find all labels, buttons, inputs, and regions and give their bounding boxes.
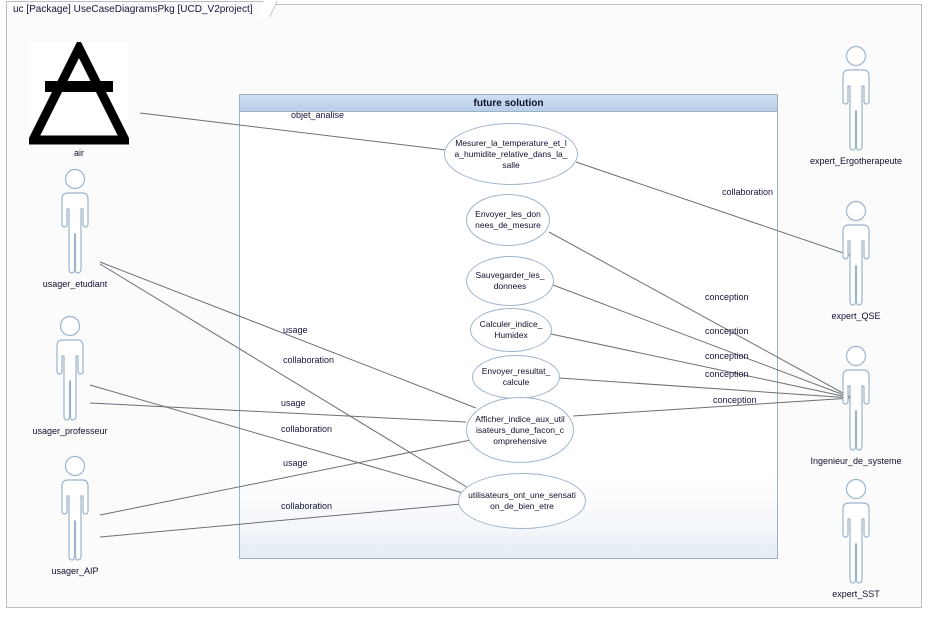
use-case-uc4[interactable]: Calculer_indice_Humidex: [470, 308, 552, 352]
use-case-label: Calculer_indice_Humidex: [479, 319, 543, 340]
actor-person-icon: [842, 200, 870, 306]
edge-label-conception: conception: [713, 395, 757, 405]
actor-label: Ingenieur_de_systeme: [810, 456, 902, 466]
use-case-label: Envoyer_les_donnees_de_mesure: [475, 209, 541, 230]
connector-aip-uc6[interactable]: [99, 439, 472, 516]
use-case-uc7[interactable]: utilisateurs_ont_une_sensation_de_bien_e…: [458, 473, 586, 529]
actor-label: usager_etudiant: [42, 279, 108, 289]
actor-professeur[interactable]: usager_professeur: [10, 315, 130, 437]
actor-air[interactable]: air: [19, 42, 139, 159]
edge-label-conception: conception: [705, 326, 749, 336]
system-boundary-title: future solution: [240, 95, 777, 112]
connector-uc3-ingenieur[interactable]: [552, 284, 853, 399]
edge-label-collaboration: collaboration: [281, 501, 333, 511]
actor-person-icon: [842, 345, 870, 451]
connector-uc1-qse[interactable]: [575, 161, 853, 257]
actor-person-icon: [842, 45, 870, 151]
connector-aip-uc7[interactable]: [99, 503, 462, 538]
actor-sst[interactable]: expert_SST: [796, 478, 916, 600]
actor-person-icon: [61, 455, 89, 561]
actor-etudiant[interactable]: usager_etudiant: [15, 168, 135, 290]
connector-uc4-ingenieur[interactable]: [550, 333, 853, 399]
actor-ergo[interactable]: expert_Ergotherapeute: [796, 45, 916, 167]
use-case-label: Sauvegarder_les_donnees: [475, 270, 545, 291]
edge-label-conception: conception: [705, 369, 749, 379]
edge-label-conception: conception: [705, 292, 749, 302]
use-case-label: Mesurer_la_temperature_et_la_humidite_re…: [454, 137, 568, 170]
use-case-uc3[interactable]: Sauvegarder_les_donnees: [466, 256, 554, 306]
connector-etudiant-uc7[interactable]: [99, 263, 471, 490]
connector-etudiant-uc6[interactable]: [99, 261, 477, 409]
actor-qse[interactable]: expert_QSE: [796, 200, 916, 322]
connector-uc5-ingenieur[interactable]: [558, 377, 853, 399]
use-case-uc2[interactable]: Envoyer_les_donnees_de_mesure: [466, 194, 550, 246]
actor-ingenieur[interactable]: Ingenieur_de_systeme: [796, 345, 916, 467]
connector-uc2-ingenieur[interactable]: [548, 231, 853, 399]
use-case-uc6[interactable]: Afficher_indice_aux_utilisateurs_dune_fa…: [466, 397, 574, 463]
edge-label-collaboration: collaboration: [283, 355, 335, 365]
air-symbol-icon: [29, 42, 129, 146]
edge-label-collaboration: collaboration: [281, 424, 333, 434]
connector-professeur-uc7[interactable]: [89, 384, 464, 494]
connector-air-uc1[interactable]: [139, 112, 447, 151]
actor-person-icon: [56, 315, 84, 421]
connector-professeur-uc6[interactable]: [89, 402, 467, 423]
actor-person-icon: [842, 478, 870, 584]
edge-label-objet_analise: objet_analise: [291, 110, 345, 120]
actor-aip[interactable]: usager_AIP: [15, 455, 135, 577]
use-case-label: utilisateurs_ont_une_sensation_de_bien_e…: [468, 490, 576, 511]
actor-label: expert_SST: [832, 589, 880, 599]
edge-label-usage: usage: [283, 458, 308, 468]
edge-label-collaboration: collaboration: [722, 187, 774, 197]
edge-label-usage: usage: [283, 325, 308, 335]
use-case-uc1[interactable]: Mesurer_la_temperature_et_la_humidite_re…: [444, 123, 578, 185]
use-case-uc5[interactable]: Envoyer_resultat_calcule: [472, 355, 560, 399]
actor-label: air: [73, 148, 84, 158]
edge-label-conception: conception: [705, 351, 749, 361]
edge-label-usage: usage: [281, 398, 306, 408]
use-case-label: Afficher_indice_aux_utilisateurs_dune_fa…: [475, 413, 565, 446]
actor-label: expert_QSE: [831, 311, 881, 321]
actor-label: usager_professeur: [32, 426, 108, 436]
actor-person-icon: [61, 168, 89, 274]
diagram-frame-label: uc [Package] UseCaseDiagramsPkg [UCD_V2p…: [6, 1, 270, 16]
connector-uc6-ingenieur[interactable]: [572, 397, 853, 417]
use-case-label: Envoyer_resultat_calcule: [481, 366, 551, 387]
actor-label: usager_AIP: [51, 566, 99, 576]
actor-label: expert_Ergotherapeute: [809, 156, 903, 166]
